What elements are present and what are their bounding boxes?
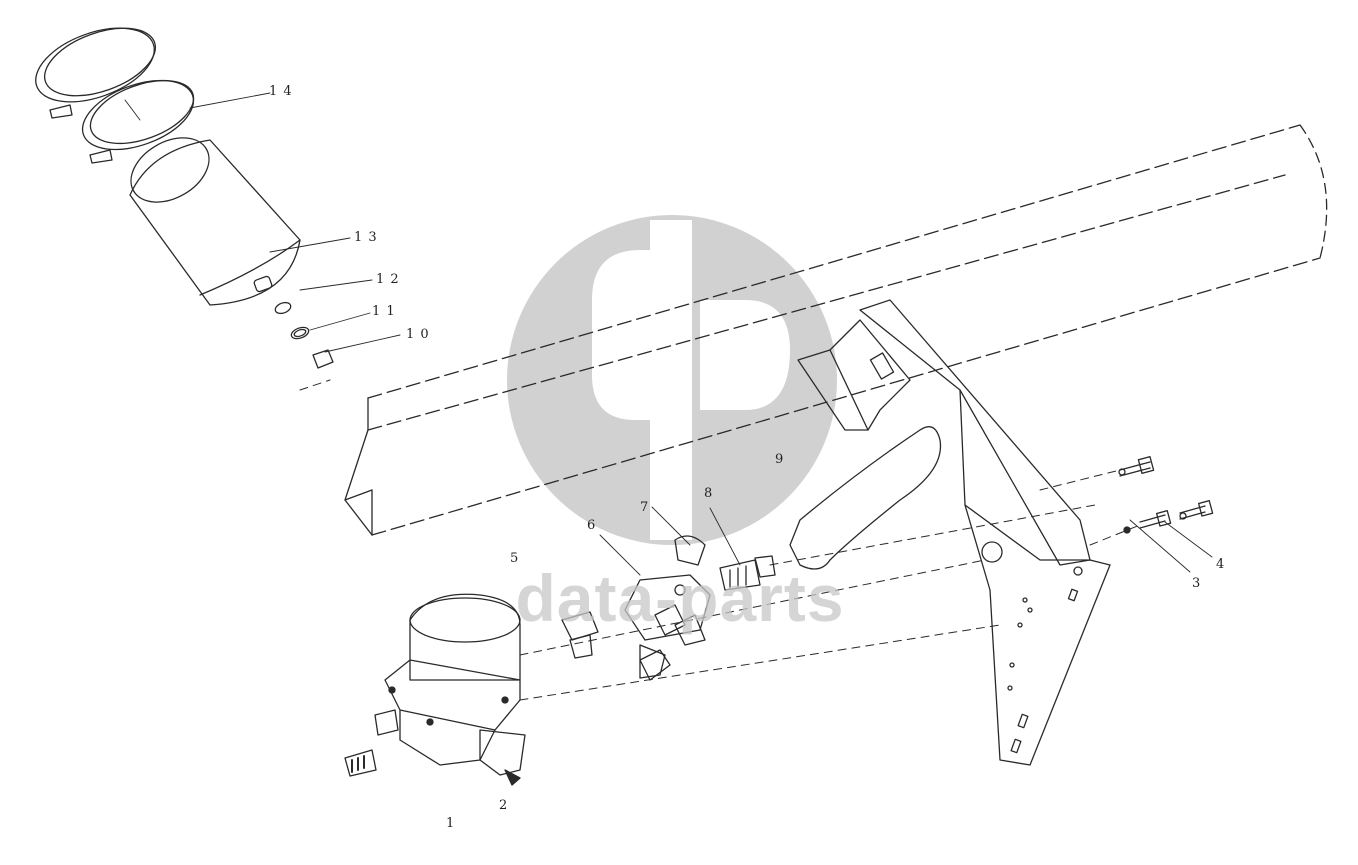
callout-3: 3: [1192, 576, 1202, 591]
callout-6: 6: [587, 518, 597, 533]
reservoir-straps: [35, 27, 195, 164]
frame-rail: [344, 124, 1328, 536]
manifold-valve: [561, 535, 776, 681]
mounting-bracket: [789, 299, 1111, 766]
watermark-logo-icon: [507, 215, 837, 545]
leader-lines: [124, 92, 1213, 576]
assembly-lines: [299, 379, 1141, 701]
drain-parts: [274, 301, 334, 369]
callout-8: 8: [704, 486, 714, 501]
air-dryer: [344, 593, 526, 786]
callout-14: 1 4: [269, 84, 293, 99]
callout-13: 1 3: [354, 230, 378, 245]
callout-7: 7: [640, 500, 650, 515]
callout-2: 2: [499, 798, 509, 813]
callout-4: 4: [1216, 557, 1226, 572]
callout-10: 1 0: [406, 327, 430, 342]
mounting-bolts: [1118, 456, 1214, 534]
watermark-text: data-parts: [515, 561, 845, 635]
air-reservoir: [129, 137, 301, 306]
callout-9: 9: [775, 452, 785, 467]
callout-5: 5: [510, 551, 520, 566]
callout-12: 1 2: [376, 272, 400, 287]
callout-11: 1 1: [372, 304, 396, 319]
callout-1: 1: [446, 816, 456, 831]
